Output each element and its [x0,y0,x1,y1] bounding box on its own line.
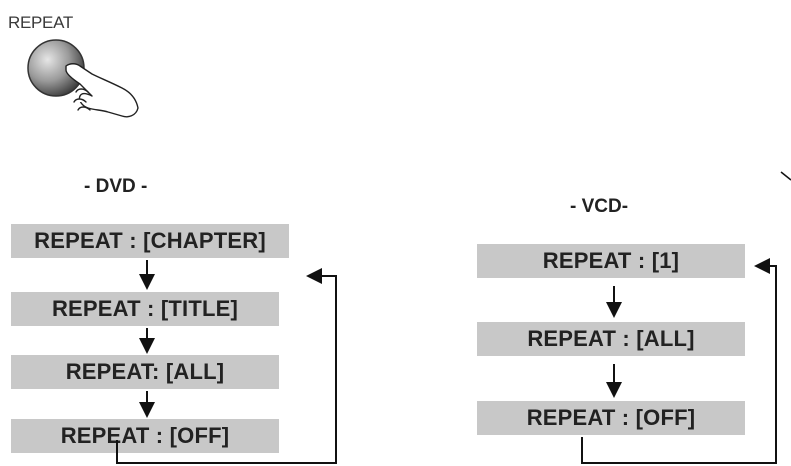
repeat-button-label: REPEAT [8,13,73,32]
vcd-section-title: - VCD- [570,196,629,217]
dvd-section-title: - DVD - [84,176,148,197]
vcd-step-all: REPEAT : [ALL] [477,322,745,356]
dvd-step-all: REPEAT: [ALL] [11,355,279,389]
dvd-step-chapter: REPEAT : [CHAPTER] [11,224,289,258]
vcd-step-off: REPEAT : [OFF] [477,401,745,435]
edge-mark [780,171,791,181]
dvd-step-title: REPEAT : [TITLE] [11,292,279,326]
dvd-step-off: REPEAT : [OFF] [11,419,279,453]
pressing-hand-icon [65,63,139,118]
vcd-step-1: REPEAT : [1] [477,244,745,278]
repeat-button-icon [27,39,139,118]
